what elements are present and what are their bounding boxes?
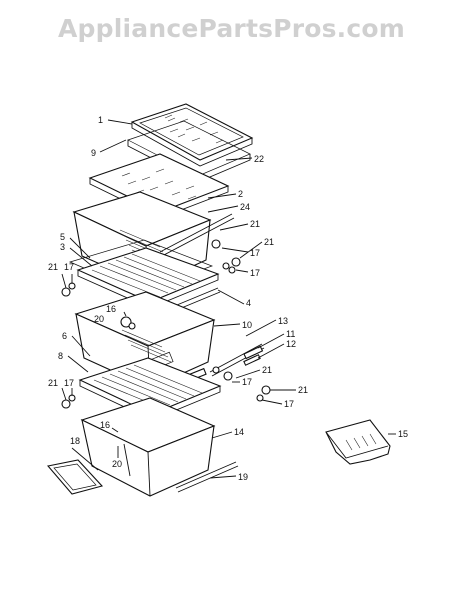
callout-11: 11 (286, 329, 295, 339)
callout-3: 3 (60, 242, 65, 252)
callout-21-e: 21 (262, 365, 272, 375)
bin-part-15 (325, 419, 391, 465)
callout-8: 8 (58, 351, 63, 361)
frame-part-8 (78, 357, 222, 421)
callout-13: 13 (278, 316, 288, 326)
callout-17-c: 17 (64, 262, 74, 272)
callout-labels: 1 9 22 2 24 21 21 17 17 5 3 21 17 4 16 2… (48, 115, 408, 482)
roller-hardware-upper-left (61, 282, 76, 297)
rail-part-24 (159, 213, 235, 257)
callout-21-d: 21 (48, 378, 58, 388)
callout-5: 5 (60, 232, 65, 242)
crisper-drawer-part-10 (74, 291, 216, 389)
panel-part-18 (46, 459, 104, 495)
callout-22: 22 (254, 154, 264, 164)
callout-17-a: 17 (250, 248, 260, 258)
clip-part-11 (243, 345, 264, 360)
roller-hardware-upper-right (211, 239, 241, 274)
callout-17-d: 17 (64, 378, 74, 388)
bottom-drawer-part-14 (80, 397, 216, 497)
callout-14: 14 (234, 427, 244, 437)
callout-24: 24 (240, 202, 250, 212)
callout-17-e: 17 (242, 377, 252, 387)
site-watermark: AppliancePartsPros.com (57, 14, 406, 43)
shelf-glass-part-1 (130, 103, 254, 167)
clip-part-12 (243, 354, 261, 366)
callout-6: 6 (62, 331, 67, 341)
callout-9: 9 (91, 148, 96, 158)
callout-21-c: 21 (48, 262, 58, 272)
callout-4: 4 (246, 298, 251, 308)
callout-20-a: 20 (94, 314, 104, 324)
callout-19: 19 (238, 472, 248, 482)
callout-17-b: 17 (250, 268, 260, 278)
callout-10: 10 (242, 320, 252, 330)
frame-part-3 (76, 247, 220, 309)
callout-17-f: 17 (284, 399, 294, 409)
callout-16-b: 16 (100, 420, 110, 430)
callout-1: 1 (98, 115, 103, 125)
callout-12: 12 (286, 339, 296, 349)
callout-18: 18 (70, 436, 80, 446)
leader-lines (61, 119, 396, 479)
roller-hardware-lower-left (61, 394, 76, 409)
callout-2: 2 (238, 189, 243, 199)
callout-21-b: 21 (264, 237, 274, 247)
callout-21-a: 21 (250, 219, 260, 229)
callout-15: 15 (398, 429, 408, 439)
knob-hardware-upper (120, 316, 136, 330)
callout-21-f: 21 (298, 385, 308, 395)
callout-16-a: 16 (106, 304, 116, 314)
callout-20-b: 20 (112, 459, 122, 469)
rail-part-19 (175, 461, 239, 493)
